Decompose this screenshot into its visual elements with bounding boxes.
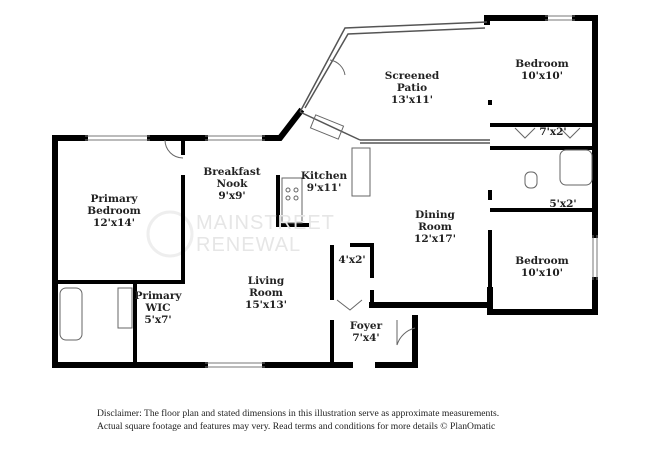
room-label-dining-room: Dining Room 12'x17' (414, 209, 456, 245)
closet-top-doors (514, 127, 581, 139)
bathtub-hall (559, 149, 593, 186)
kitchen-island (351, 147, 371, 197)
room-label-screened-patio: Screened Patio 13'x11' (385, 70, 440, 106)
room-name: Dining (415, 209, 455, 221)
room-name: Primary (90, 193, 138, 205)
room-dimension: 4'x2' (338, 254, 366, 266)
room-dimension: 7'x2' (539, 126, 567, 138)
room-name: Bedroom (87, 205, 141, 217)
room-label-closet-top: 7'x2' (539, 126, 566, 138)
room-name: Nook (216, 178, 248, 190)
room-name: Screened (384, 70, 440, 82)
room-name: Room (249, 287, 283, 299)
exterior-walls (52, 15, 598, 368)
disclaimer-line1: Disclaimer: The floor plan and stated di… (97, 408, 500, 419)
room-name: Kitchen (300, 170, 348, 182)
room-label-primary-bedroom: Primary Bedroom 12'x14' (87, 193, 141, 229)
toilet (524, 171, 538, 189)
room-label-bedroom-bottom: Bedroom 10'x10' (515, 255, 569, 279)
room-dimension: 5'x2' (549, 198, 577, 210)
room-dimension: 9'x11' (306, 182, 342, 194)
windows (85, 15, 598, 368)
kitchen-sink (309, 114, 345, 140)
room-label-closet-mid: 5'x2' (549, 198, 576, 210)
room-dimension: 7'x4' (352, 332, 380, 344)
room-label-foyer: Foyer 7'x4' (350, 320, 382, 344)
room-label-bedroom-top: Bedroom 10'x10' (515, 58, 569, 82)
room-dimension: 5'x7' (144, 314, 172, 326)
room-dimension: 12'x14' (93, 217, 135, 229)
room-name: WIC (145, 302, 171, 314)
nook-door (164, 139, 184, 159)
room-dimension: 9'x9' (218, 190, 246, 202)
room-name: Primary (134, 290, 182, 302)
room-label-breakfast-nook: Breakfast Nook 9'x9' (203, 166, 260, 202)
room-name: Breakfast (203, 166, 261, 178)
room-name: Living (247, 275, 285, 287)
vanity (117, 287, 133, 329)
room-label-living-room: Living Room 15'x13' (245, 275, 287, 311)
patio-walls (299, 21, 490, 144)
interior-walls (55, 100, 595, 365)
watermark-line1: MAINSTREET (196, 212, 335, 234)
room-name: Patio (396, 82, 428, 94)
bathtub-primary (59, 287, 83, 341)
room-dimension: 13'x11' (391, 94, 433, 106)
room-label-kitchen: Kitchen 9'x11' (301, 170, 347, 194)
fixtures (59, 59, 593, 346)
room-name: Foyer (349, 320, 383, 332)
foyer-door (396, 320, 416, 346)
watermark-line2: RENEWAL (196, 234, 302, 256)
closet-door (336, 299, 363, 311)
room-dimension: 12'x17' (414, 233, 456, 245)
room-name: Bedroom (515, 255, 569, 267)
room-dimension: 10'x10' (521, 267, 563, 279)
room-label-closet-small: 4'x2' (338, 254, 365, 266)
disclaimer: Disclaimer: The floor plan and stated di… (97, 407, 499, 433)
watermark-logo (146, 210, 194, 258)
room-name: Room (418, 221, 452, 233)
room-dimension: 10'x10' (521, 70, 563, 82)
room-name: Bedroom (515, 58, 569, 70)
kitchen-counter (281, 177, 303, 224)
room-label-primary-wic: Primary WIC 5'x7' (135, 290, 182, 326)
room-dimension: 15'x13' (245, 299, 287, 311)
patio-door (329, 59, 346, 76)
watermark: MAINSTREET RENEWAL (196, 212, 335, 256)
disclaimer-line2: Actual square footage and features may v… (97, 421, 496, 432)
